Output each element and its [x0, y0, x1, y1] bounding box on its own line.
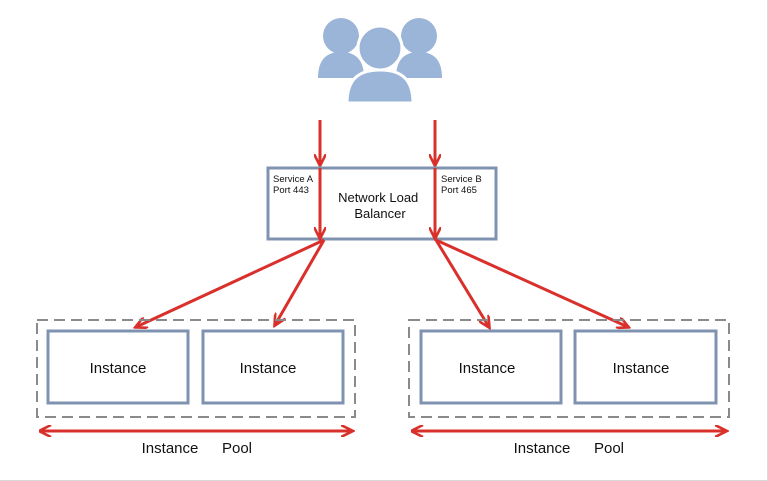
pool-2-instance-2-label: Instance — [613, 360, 670, 377]
load-balancer-box — [266, 166, 498, 241]
arrow-lb-to-pool1-instance2 — [275, 239, 326, 325]
instance-pool-2: Instance Instance — [408, 319, 730, 418]
pool-1-instance-1 — [46, 329, 190, 405]
pool-1-label-word2: Pool — [222, 440, 252, 457]
arrow-lb-to-pool1-instance1 — [136, 238, 325, 327]
pool-2-border — [408, 319, 730, 418]
service-a-label: Service A Port 443 — [273, 174, 315, 196]
pool-2-instance-1 — [419, 329, 563, 405]
pool-2-label-word1: Instance — [514, 440, 571, 457]
pool-1-instance-2 — [201, 329, 345, 405]
service-b-label: Service B Port 465 — [441, 174, 484, 196]
load-balancer-title: Network Load Balancer — [338, 190, 422, 221]
pool-2-instance-2 — [573, 329, 718, 405]
pool-2-label-word2: Pool — [594, 440, 624, 457]
pool-1-label-word1: Instance — [142, 440, 199, 457]
pool-1-border — [36, 319, 356, 418]
instance-pool-1: Instance Instance — [36, 319, 356, 418]
pool-1-instance-1-label: Instance — [90, 360, 147, 377]
arrow-lb-to-pool2-instance2 — [435, 238, 628, 327]
users-icon — [318, 18, 442, 105]
arrow-lb-to-pool2-instance1 — [434, 239, 489, 327]
pool-2-instance-1-label: Instance — [459, 360, 516, 377]
pool-1-instance-2-label: Instance — [240, 360, 297, 377]
